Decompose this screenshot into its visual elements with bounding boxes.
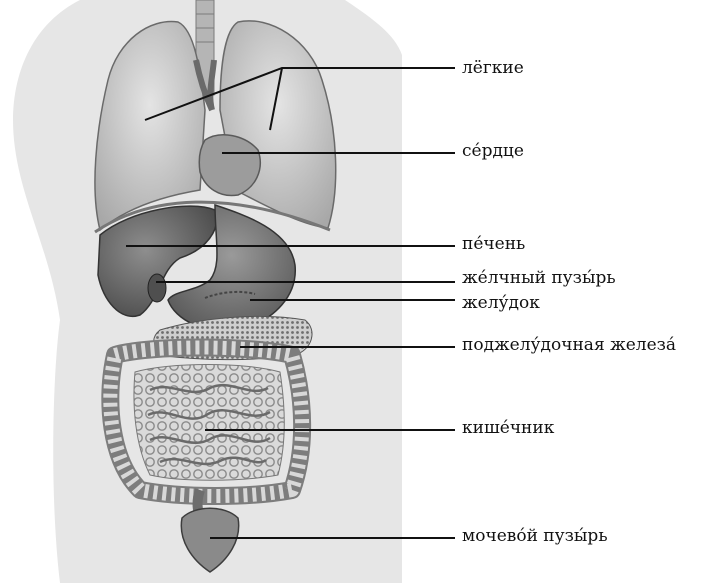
label-stomach: желу́док (462, 295, 540, 312)
label-liver: пе́чень (462, 236, 525, 253)
label-gallbladder: же́лчный пузы́рь (462, 270, 616, 287)
label-heart: се́рдце (462, 143, 524, 160)
gallbladder (148, 274, 166, 302)
label-lungs: лёгкие (462, 60, 524, 77)
heart (199, 135, 260, 196)
label-bladder: мочево́й пузы́рь (462, 528, 608, 545)
label-pancreas: поджелу́дочная железа́ (462, 337, 676, 354)
label-intestine: кише́чник (462, 420, 554, 437)
